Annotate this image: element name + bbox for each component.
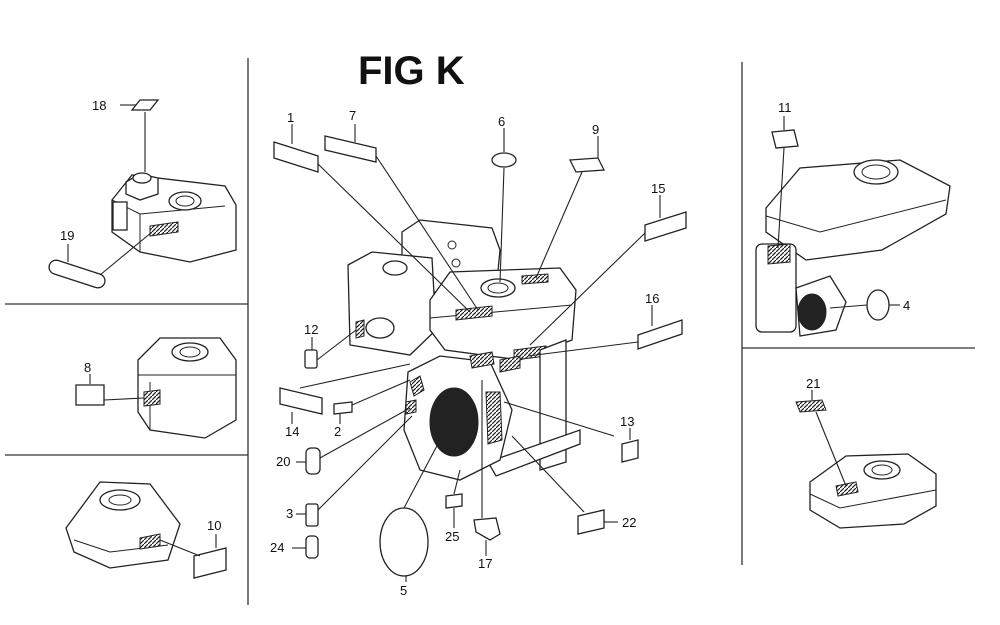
callout-13: 13 — [620, 414, 634, 429]
callout-25: 25 — [445, 529, 459, 544]
decal-4: 4 — [829, 289, 910, 321]
callout-18: 18 — [92, 98, 106, 113]
callout-10: 10 — [207, 518, 221, 533]
callout-7: 7 — [349, 108, 356, 123]
figure-title: FIG K — [358, 49, 465, 93]
engine-assembly — [347, 219, 581, 481]
decal-8: 8 — [75, 360, 145, 406]
decal-2: 2 — [333, 379, 411, 439]
fuel-tank-variant-d — [755, 159, 951, 337]
decal-21: 21 — [795, 376, 847, 487]
callout-8: 8 — [84, 360, 91, 375]
callout-16: 16 — [645, 291, 659, 306]
panel-dividers — [5, 58, 975, 605]
decal-24: 24 — [270, 535, 319, 559]
callout-24: 24 — [270, 540, 284, 555]
callout-14: 14 — [285, 424, 299, 439]
callout-21: 21 — [806, 376, 820, 391]
callout-22: 22 — [622, 515, 636, 530]
decal-15: 15 — [529, 181, 687, 346]
fuel-tank-variant-e — [809, 453, 937, 529]
callout-19: 19 — [60, 228, 74, 243]
callout-5: 5 — [400, 583, 407, 598]
decal-5: 5 — [379, 439, 441, 598]
decal-13: 13 — [503, 401, 639, 463]
callout-15: 15 — [651, 181, 665, 196]
callout-17: 17 — [478, 556, 492, 571]
decal-22: 22 — [511, 435, 636, 535]
decal-17: 17 — [473, 380, 501, 571]
decal-7: 7 — [324, 108, 479, 311]
decal-19: 19 — [48, 228, 153, 289]
decal-14: 14 — [279, 363, 411, 439]
callout-6: 6 — [498, 114, 505, 129]
callout-11: 11 — [778, 100, 792, 115]
callout-20: 20 — [276, 454, 290, 469]
decal-20: 20 — [276, 407, 411, 475]
fuel-tank-variant-a — [111, 172, 237, 263]
decal-11: 11 — [771, 100, 799, 249]
decal-18: 18 — [92, 98, 160, 172]
callout-3: 3 — [286, 506, 293, 521]
callout-4: 4 — [903, 298, 910, 313]
decal-16: 16 — [527, 291, 683, 357]
fuel-tank-variant-b — [137, 337, 237, 439]
decal-9: 9 — [535, 122, 606, 279]
decal-6: 6 — [491, 114, 517, 283]
decal-3: 3 — [286, 415, 413, 527]
callout-1: 1 — [287, 110, 294, 125]
decal-12: 12 — [304, 322, 357, 369]
callout-12: 12 — [304, 322, 318, 337]
callout-2: 2 — [334, 424, 341, 439]
callout-9: 9 — [592, 122, 599, 137]
fuel-tank-variant-c — [65, 481, 181, 569]
decal-25: 25 — [445, 469, 463, 544]
decal-1: 1 — [273, 110, 471, 313]
decal-10: 10 — [159, 518, 227, 579]
